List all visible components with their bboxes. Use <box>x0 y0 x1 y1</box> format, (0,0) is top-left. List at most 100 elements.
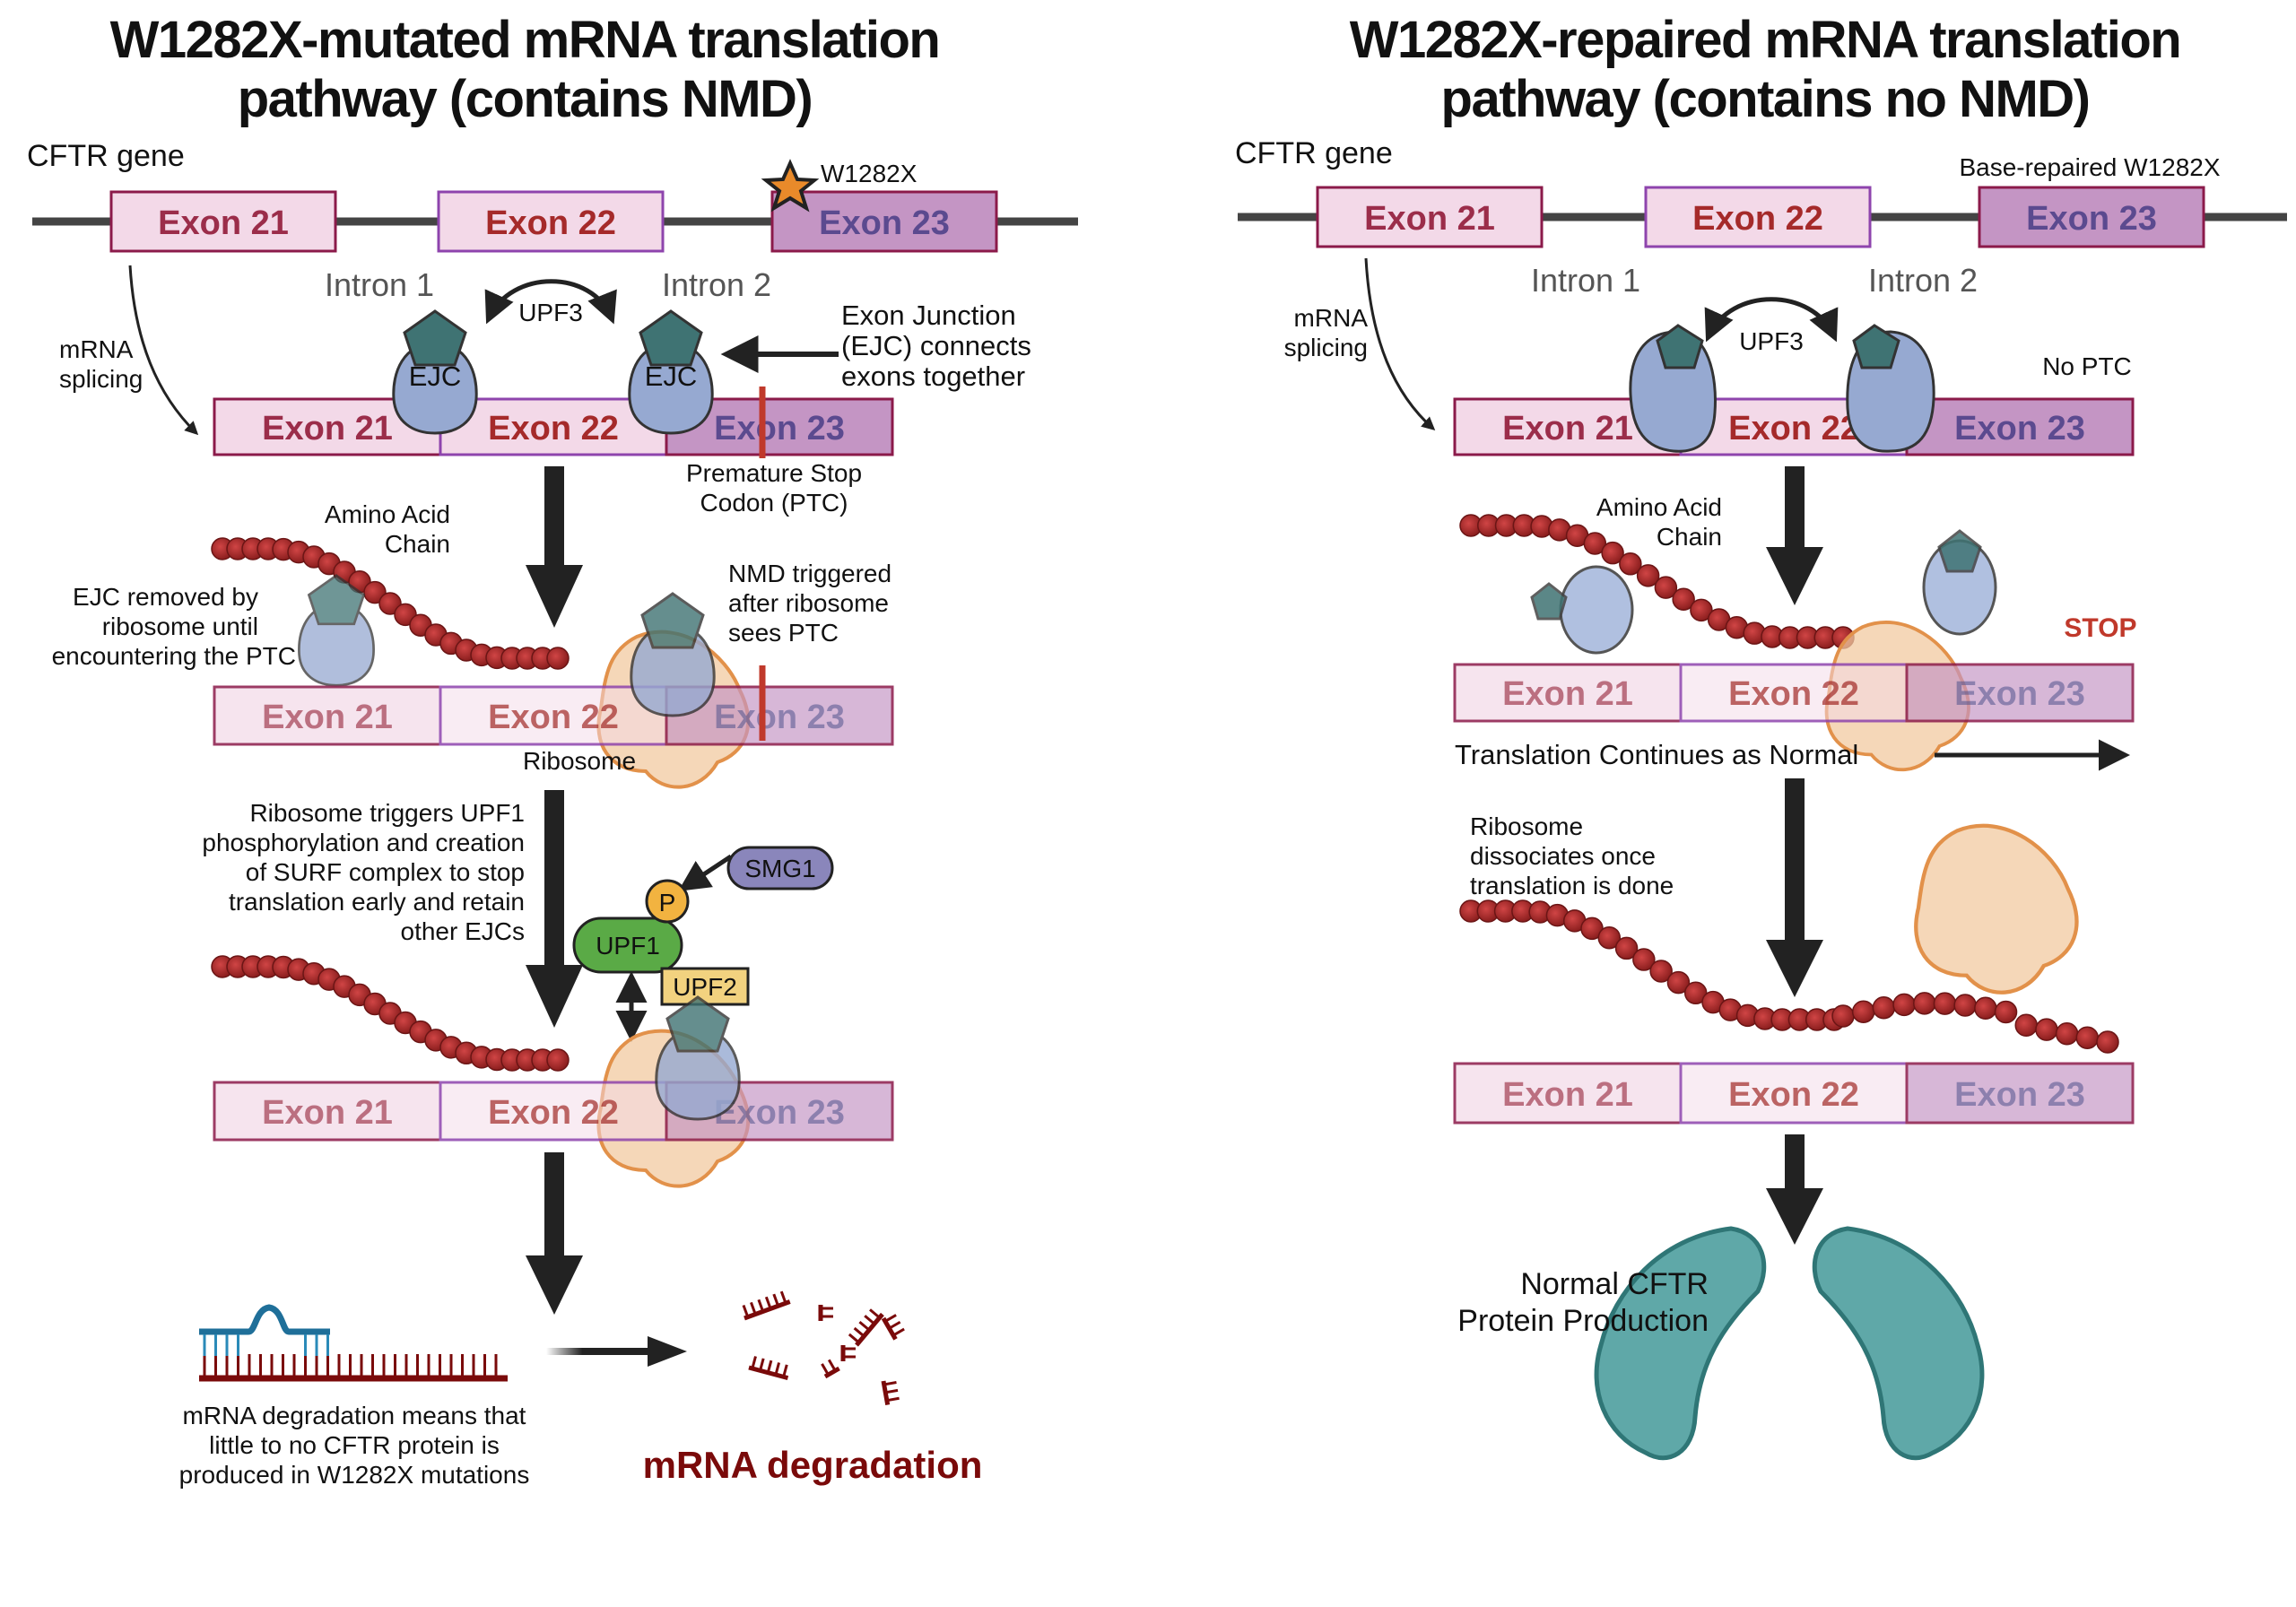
flow-arrow-icon <box>526 790 583 1028</box>
smg1-arrow-icon <box>678 854 733 891</box>
left-panel: W1282X-mutated mRNA translation pathway … <box>27 11 1078 1489</box>
gene-exon-21-label: Exon 21 <box>158 204 289 242</box>
mrna-fragments-icon <box>742 1290 905 1406</box>
amino-acid-bead <box>1597 925 1622 950</box>
ejc-icon <box>630 592 716 717</box>
left-upf3-label: UPF3 <box>518 299 583 326</box>
upf1-note-line4: translation early and retain <box>229 888 525 916</box>
nmd-note-line3: sees PTC <box>728 619 839 647</box>
ejc-removed-line1: EJC removed by <box>73 583 258 611</box>
amino-acid-bead <box>1672 587 1695 611</box>
amino-acid-chain <box>1459 514 1855 649</box>
r-row1-exon21: Exon 21 <box>1502 410 1633 447</box>
amino-acid-bead <box>1690 598 1713 622</box>
left-mrna-row2: Exon 21 Exon 22 Exon 23 <box>213 685 894 746</box>
ejc-label-1: EJC <box>409 360 462 392</box>
ptc-note-line1: Premature Stop <box>686 459 862 487</box>
upf1-note-line2: phosphorylation and creation <box>202 829 525 856</box>
ejc-label-2: EJC <box>645 360 698 392</box>
r-gene-exon-22-label: Exon 22 <box>1692 200 1823 238</box>
r-row1-exon23: Exon 23 <box>1954 410 2085 447</box>
amino-acid-bead <box>1913 992 1936 1015</box>
amino-acid-bead <box>2075 1026 2100 1049</box>
degradation-arrow-icon <box>546 1348 649 1355</box>
left-gene-label: CFTR gene <box>27 139 185 173</box>
left-intron1: Intron 1 <box>325 266 434 303</box>
dissociates-line1: Ribosome <box>1470 812 1583 840</box>
right-mrna-row3: Exon 21 Exon 22 Exon 23 <box>1453 1062 2135 1125</box>
degradation-title: mRNA degradation <box>643 1444 983 1486</box>
amino-acid-bead <box>1892 993 1916 1017</box>
left-amino-chain-line2: Chain <box>385 530 450 558</box>
row1-exon22: Exon 22 <box>488 410 619 447</box>
amino-acid-bead <box>2035 1018 2058 1041</box>
nmd-note-line2: after ribosome <box>728 589 889 617</box>
amino-acid-bead <box>1632 948 1656 971</box>
right-intron1: Intron 1 <box>1531 262 1640 299</box>
ejc-removed-line3: encountering the PTC <box>52 642 296 670</box>
right-amino-chain-line2: Chain <box>1657 523 1722 551</box>
gene-exon-23-label: Exon 23 <box>819 204 950 242</box>
amino-acid-bead <box>1614 936 1639 960</box>
amino-acid-bead <box>1831 1004 1855 1028</box>
right-splicing-line2: splicing <box>1284 334 1368 361</box>
r-row2-exon23: Exon 23 <box>1954 675 2085 713</box>
dissociates-line3: translation is done <box>1470 872 1674 899</box>
amino-acid-bead <box>546 1048 570 1072</box>
ejc-note-line1: Exon Junction <box>841 300 1016 331</box>
splicing-arrow-icon <box>1364 257 1436 430</box>
right-intron2: Intron 2 <box>1868 262 1978 299</box>
upf1-note-line5: other EJCs <box>401 917 526 945</box>
upf1-label: UPF1 <box>596 932 660 960</box>
r-row1-exon22: Exon 22 <box>1728 410 1859 447</box>
phospho-label: P <box>659 889 676 916</box>
degradation-note-line1: mRNA degradation means that <box>183 1402 526 1429</box>
ejc-icon <box>1629 324 1717 453</box>
flow-arrow-icon <box>526 466 583 628</box>
mutation-label: W1282X <box>821 160 918 187</box>
nmd-note-line1: NMD triggered <box>728 560 891 587</box>
gene-exon-21 <box>109 190 337 253</box>
ribosome-label: Ribosome <box>523 747 636 775</box>
stop-label: STOP <box>2064 613 2136 643</box>
upf1-note-line1: Ribosome triggers UPF1 <box>249 799 525 827</box>
upf3-arrow-icon <box>1704 297 1839 343</box>
row1-exon23: Exon 23 <box>714 410 845 447</box>
amino-acid-bead <box>1933 992 1957 1015</box>
gene-exon-22 <box>437 190 665 253</box>
r-gene-exon-21-label: Exon 21 <box>1364 200 1495 238</box>
free-ejc-icon <box>1530 565 1634 655</box>
r-row3-exon23: Exon 23 <box>1954 1076 2085 1114</box>
gene-exon-23 <box>770 190 998 253</box>
amino-acid-bead <box>2014 1013 2038 1038</box>
flow-arrow-icon <box>1766 466 1823 605</box>
left-title-line2: pathway (contains NMD) <box>238 70 813 128</box>
right-mrna-row2: Exon 21 Exon 22 Exon 23 <box>1453 663 2135 723</box>
left-mrna-row3: Exon 21 Exon 22 Exon 23 <box>213 1081 894 1142</box>
amino-acid-bead <box>546 647 570 670</box>
amino-acid-bead <box>1649 960 1673 983</box>
row2-exon22: Exon 22 <box>488 699 619 736</box>
ejc-note-line3: exons together <box>841 360 1025 392</box>
r-row3-exon22: Exon 22 <box>1728 1076 1859 1114</box>
free-ribosome-icon <box>1916 826 2076 993</box>
flow-arrow-icon <box>1766 1134 1823 1245</box>
amino-acid-bead <box>1994 1000 2018 1024</box>
amino-acid-chain <box>1459 899 2119 1054</box>
upf1-note-line3: of SURF complex to stop <box>246 858 525 886</box>
left-splicing-line1: mRNA <box>59 335 134 363</box>
upf3-arrow-icon <box>484 279 617 325</box>
right-title-line1: W1282X-repaired mRNA translation <box>1350 11 2180 69</box>
degradation-note-line3: produced in W1282X mutations <box>179 1461 530 1489</box>
amino-acid-bead <box>2055 1021 2079 1046</box>
dissociates-line2: dissociates once <box>1470 842 1656 870</box>
r-row2-exon22: Exon 22 <box>1728 675 1859 713</box>
right-gene-label: CFTR gene <box>1235 136 1393 170</box>
amino-acid-bead <box>1974 996 1997 1021</box>
right-splicing-line1: mRNA <box>1294 304 1369 332</box>
cftr-protein-icon <box>1594 1226 1985 1461</box>
no-ptc-label: No PTC <box>2042 352 2132 380</box>
flow-arrow-icon <box>1766 778 1823 997</box>
ejc-note-line2: (EJC) connects <box>841 330 1031 361</box>
